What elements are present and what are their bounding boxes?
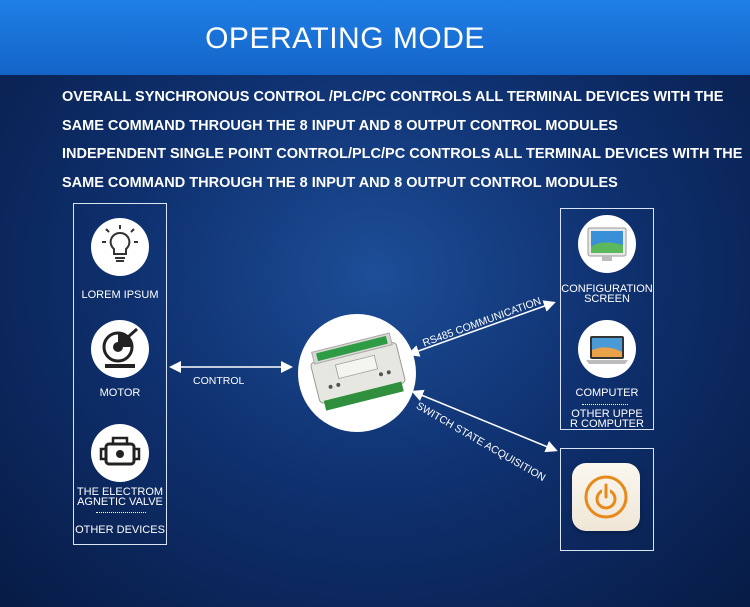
power-icon	[572, 463, 640, 531]
device-label: THE ELECTROM	[76, 486, 164, 498]
engine-valve-icon	[91, 424, 149, 482]
switch-state-arrow	[411, 389, 558, 453]
touch-screen-icon	[578, 215, 636, 273]
description-line: SAME COMMAND THROUGH THE 8 INPUT AND 8 O…	[62, 175, 618, 191]
other-upper-computer-label: OTHER UPPE	[571, 408, 643, 420]
device-label: SCREEN	[584, 293, 630, 305]
lightbulb-icon	[91, 218, 149, 276]
other-upper-computer-label: R COMPUTER	[570, 418, 644, 430]
device-label: MOTOR	[99, 387, 141, 399]
laptop-icon	[578, 320, 636, 378]
power-panel	[560, 448, 654, 551]
device-label: LOREM IPSUM	[81, 289, 159, 301]
io-control-module-icon	[298, 314, 416, 432]
other-devices-label: OTHER DEVICES	[75, 524, 165, 536]
device-label: CONFIGURATION	[561, 283, 653, 295]
device-label: COMPUTER	[575, 387, 639, 399]
page-title: OPERATING MODE	[205, 22, 485, 55]
control-label: CONTROL	[193, 375, 245, 387]
rs485-arrow	[407, 300, 556, 357]
header-banner: OPERATING MODE	[0, 0, 750, 75]
terminal-devices-panel	[73, 203, 167, 545]
motor-icon	[91, 320, 149, 378]
description-line: INDEPENDENT SINGLE POINT CONTROL/PLC/PC …	[62, 146, 743, 162]
upper-computer-panel	[560, 208, 654, 430]
divider	[96, 512, 146, 513]
divider	[582, 404, 628, 405]
description-line: OVERALL SYNCHRONOUS CONTROL /PLC/PC CONT…	[62, 89, 724, 105]
device-label: AGNETIC VALVE	[77, 496, 163, 508]
description-line: SAME COMMAND THROUGH THE 8 INPUT AND 8 O…	[62, 118, 618, 134]
